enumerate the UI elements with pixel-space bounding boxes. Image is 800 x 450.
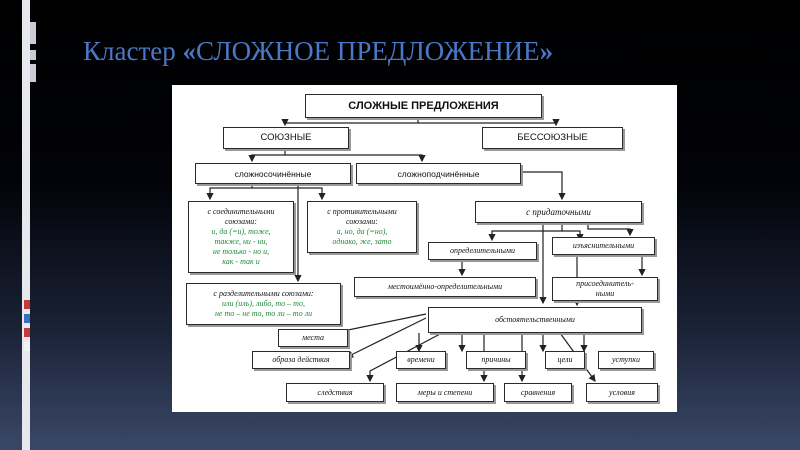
slide-title: Кластер «СЛОЖНОЕ ПРЕДЛОЖЕНИЕ» (83, 36, 553, 67)
connective-head: с соединительными союзами: (207, 207, 275, 226)
box-place: места (278, 329, 348, 347)
box-consequence: следствия (286, 383, 384, 402)
title-main: СЛОЖНОЕ ПРЕДЛОЖЕНИЕ (195, 36, 540, 66)
label-manner: образа действия (272, 355, 330, 364)
label-union: СОЮЗНЫЕ (260, 132, 312, 143)
label-purpose: цели (557, 355, 573, 364)
label-condition: условия (609, 387, 635, 397)
connective-example-3: не только - но и, (212, 247, 270, 256)
box-compound: сложносочинённые (195, 163, 351, 184)
box-adversative: с противительными союзами: а, но, да (=н… (307, 201, 417, 253)
box-attributive: определительными (428, 242, 537, 260)
box-complex-sentences: СЛОЖНЫЕ ПРЕДЛОЖЕНИЯ (305, 94, 542, 118)
box-concession: уступки (598, 351, 654, 369)
label-measure: меры и степени (417, 387, 473, 397)
disjunctive-example-2: не то – не то, то ли – то ли (214, 309, 313, 318)
label-time: времени (407, 355, 435, 364)
box-purpose: цели (545, 351, 585, 369)
disjunctive-head: с разделительными союзами: (213, 289, 314, 298)
adversative-head: с противительными союзами: (327, 207, 397, 226)
box-time: времени (396, 351, 446, 369)
box-disjunctive: с разделительными союзами: или (иль), ли… (186, 283, 341, 325)
box-adverbial: обстоятельственными (428, 307, 642, 333)
box-union: СОЮЗНЫЕ (223, 127, 349, 149)
connective-example-1: и, да (=и), тоже, (211, 227, 271, 236)
label-root: СЛОЖНЫЕ ПРЕДЛОЖЕНИЯ (348, 100, 499, 112)
label-pronominal: местоимённо-определительными (387, 282, 503, 291)
adjoining-line-2: ными (595, 289, 615, 298)
label-comparison: сравнения (520, 387, 556, 397)
label-complex: сложноподчинённые (397, 168, 480, 179)
box-comparison: сравнения (504, 383, 572, 402)
box-pronominal: местоимённо-определительными (354, 277, 536, 297)
box-subordinate: с придаточными (475, 201, 642, 223)
label-adverbial: обстоятельственными (495, 315, 575, 324)
quote-close: » (539, 36, 554, 66)
box-complex: сложноподчинённые (356, 163, 521, 184)
box-cause: причины (466, 351, 526, 369)
adversative-example-2: однако, же, зато (332, 237, 392, 246)
connective-example-4: как - так и (222, 257, 260, 266)
label-concession: уступки (612, 355, 640, 364)
label-compound: сложносочинённые (234, 168, 312, 179)
adjoining-line-1: присоединитель- (576, 279, 634, 288)
connective-example-2: также, ни - ни, (214, 237, 268, 246)
box-measure: меры и степени (396, 383, 494, 402)
disjunctive-example-1: или (иль), либо, то – то, (222, 299, 305, 308)
box-nonunion: БЕССОЮЗНЫЕ (482, 127, 623, 149)
label-consequence: следствия (317, 387, 353, 397)
label-attributive: определительными (449, 246, 516, 255)
label-nonunion: БЕССОЮЗНЫЕ (517, 132, 588, 143)
label-subordinate: с придаточными (526, 207, 591, 217)
box-explanatory: изъяснительными (552, 237, 655, 255)
box-condition: условия (586, 383, 658, 402)
left-decor-squares (24, 300, 30, 450)
quote-open: « (182, 36, 196, 66)
label-cause: причины (481, 355, 511, 364)
box-manner: образа действия (252, 351, 350, 369)
label-place: места (302, 333, 324, 342)
title-prefix: Кластер (83, 36, 183, 66)
label-explanatory: изъяснительными (572, 241, 635, 250)
adversative-example-1: а, но, да (=но), (336, 227, 388, 236)
box-adjoining: присоединитель- ными (552, 277, 658, 301)
left-decor-bar (22, 0, 30, 450)
diagram-panel: СЛОЖНЫЕ ПРЕДЛОЖЕНИЯ СОЮЗНЫЕ БЕССОЮЗНЫЕ с… (172, 85, 677, 412)
box-connective: с соединительными союзами: и, да (=и), т… (188, 201, 294, 273)
